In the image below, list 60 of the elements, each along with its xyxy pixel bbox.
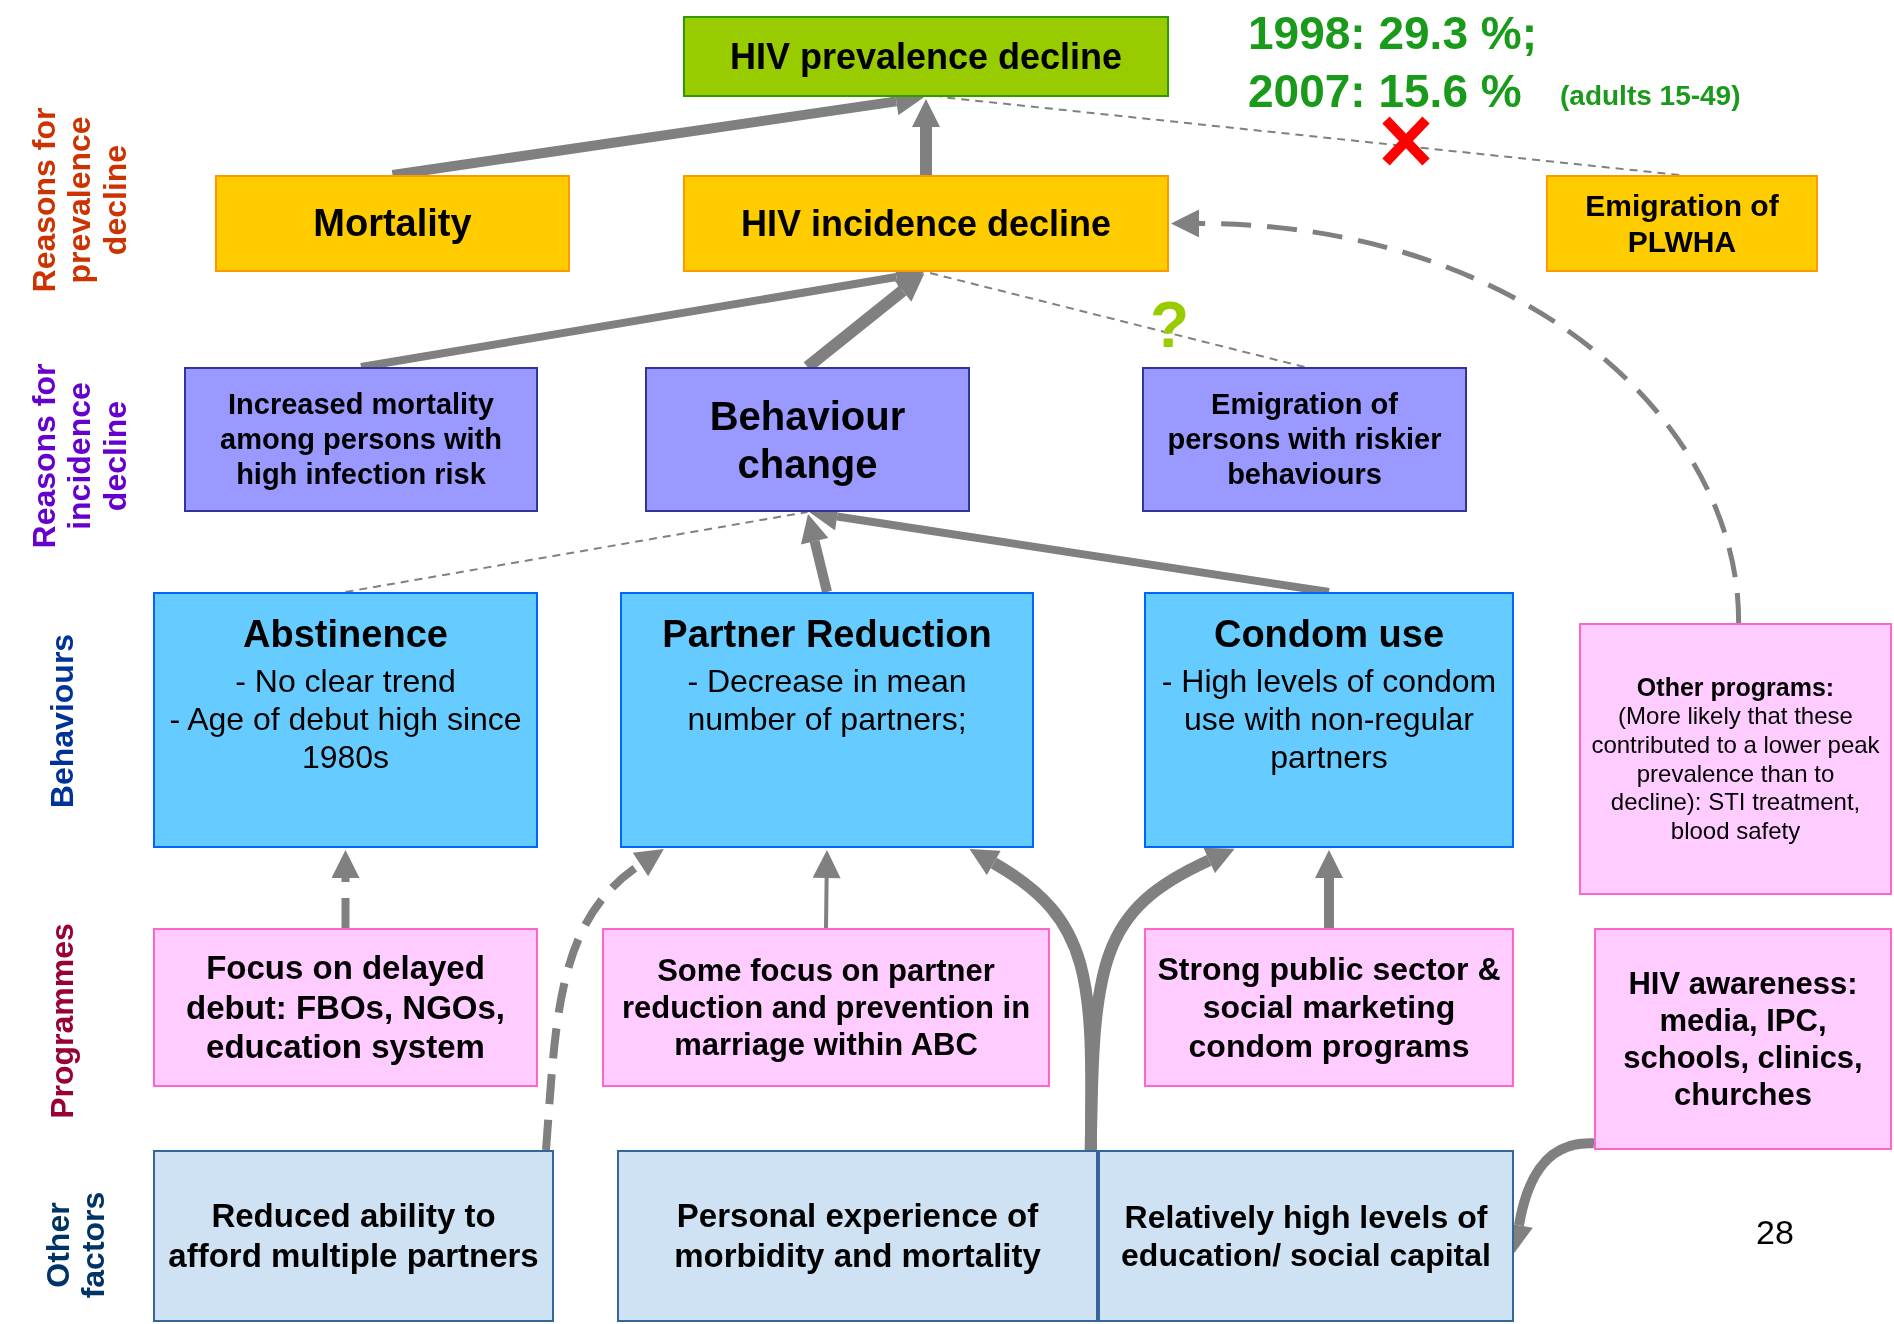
reason-box	[1142, 367, 1467, 512]
page-number: 28	[1756, 1214, 1794, 1252]
behaviour-box	[620, 592, 1034, 848]
statistic-text: 2007: 15.6 %	[1248, 66, 1522, 117]
programme-box	[602, 928, 1050, 1087]
row-heading: Behaviours	[43, 632, 82, 811]
programme-box	[153, 928, 538, 1087]
arrow	[542, 847, 663, 1151]
row-heading: Other factors	[38, 1190, 112, 1301]
arrow	[1171, 209, 1742, 624]
question-mark: ?	[1150, 290, 1190, 361]
row-heading: Reasons for incidence decline	[25, 362, 134, 551]
box-text: Relatively high levels of education/ social capital	[1120, 1197, 1492, 1275]
box-text: Focus on delayed debut: FBOs, NGOs, education system	[185, 948, 506, 1067]
box-text: Reduced ability to afford multiple partners	[167, 1196, 540, 1276]
box-text: - Age of debut high since 1980s	[168, 700, 523, 777]
arrow	[812, 850, 841, 929]
box-text: - High levels of condom use with non-regular partners	[1160, 661, 1498, 777]
reason-box	[184, 367, 538, 512]
factor-box	[617, 1150, 1098, 1322]
box-title: Abstinence	[243, 612, 448, 657]
factor-box	[1098, 1150, 1514, 1322]
box-text: Mortality	[313, 200, 472, 246]
statistic-text: 1998: 29.3 %;	[1248, 8, 1537, 59]
box-text: - No clear trend	[235, 661, 456, 700]
behaviour-box	[1144, 592, 1514, 848]
box-text: Emigration of persons with riskier behaviours	[1166, 387, 1443, 492]
box-text: Personal experience of morbidity and mortality	[673, 1196, 1042, 1276]
box-title: Condom use	[1213, 612, 1445, 657]
box-title: Other programs:	[1636, 672, 1835, 702]
box-title: Partner Reduction	[662, 612, 992, 657]
reason-box	[645, 367, 970, 512]
box-text: Some focus on partner reduction and prevention in marriage within ABC	[620, 951, 1032, 1064]
box-text: HIV prevalence decline	[729, 34, 1123, 79]
reason-box	[683, 175, 1169, 272]
arrow	[1315, 850, 1343, 928]
box-text: - Decrease in mean number of partners;	[686, 661, 968, 739]
reason-box	[1546, 175, 1818, 272]
arrow	[1084, 847, 1235, 1151]
outcome-box	[683, 16, 1169, 97]
connector-line	[344, 511, 809, 593]
box-text: Strong public sector & social marketing condom programs	[1156, 949, 1502, 1066]
programme-box	[1144, 928, 1514, 1087]
factor-box	[153, 1150, 554, 1322]
box-text: Emigration of PLWHA	[1584, 187, 1780, 260]
box-text: Behaviour change	[708, 392, 907, 488]
box-text: HIV awareness: media, IPC, schools, clinics, churches	[1622, 964, 1864, 1114]
reason-box	[215, 175, 570, 272]
row-heading: Reasons for prevalence decline	[25, 106, 134, 295]
note-text: (adults 15-49)	[1560, 81, 1741, 112]
box-text: Increased mortality among persons with high infection risk	[219, 387, 503, 492]
row-heading: Programmes	[43, 922, 82, 1121]
arrow	[331, 850, 360, 928]
box-text: (More likely that these contributed to a lower peak prevalence than to decline): STI treatment, blood safety	[1590, 702, 1881, 846]
arrow	[801, 513, 832, 594]
behaviour-box	[153, 592, 538, 848]
programme-box	[1594, 928, 1892, 1150]
arrow	[912, 99, 940, 175]
programme-box	[1579, 623, 1892, 895]
box-text: HIV incidence decline	[740, 201, 1112, 246]
